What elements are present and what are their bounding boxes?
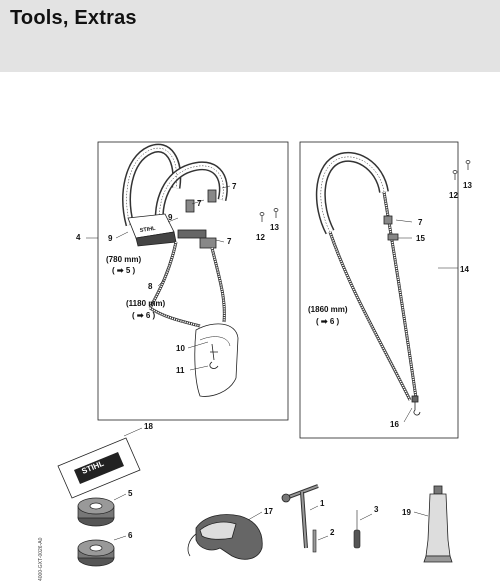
strap-callout-13: 13 [463, 181, 472, 190]
safety-glasses [187, 514, 263, 560]
callout-13-left: 13 [270, 223, 279, 232]
strap-callout-7: 7 [418, 218, 423, 227]
callout-18: 18 [144, 422, 153, 431]
harness-brand-label: STIHL [139, 226, 156, 234]
length-780: (780 mm) [106, 255, 141, 264]
page-title: Tools, Extras [10, 7, 137, 29]
ref-6-harness: ( ➡ 6 ) [132, 311, 155, 320]
callout-12-left: 12 [256, 233, 265, 242]
shoulder-strap-drawing [315, 151, 421, 416]
callout-4: 4 [76, 233, 81, 242]
callout-7-mid: 7 [197, 199, 202, 208]
callout-1: 1 [320, 499, 325, 508]
length-1180: (1180 mm) [126, 299, 165, 308]
header-bar: Tools, Extras [0, 0, 500, 72]
line-spool-5 [77, 497, 115, 527]
locking-pin [312, 529, 317, 553]
document-code: 4000-GXT-0026-A0 [38, 537, 44, 581]
callout-19: 19 [402, 508, 411, 517]
shoulder-strap-frame [299, 141, 459, 439]
strap-callout-15: 15 [416, 234, 425, 243]
screwdriver [353, 510, 361, 549]
ref-6-strap: ( ➡ 6 ) [316, 317, 339, 326]
combination-wrench [281, 484, 319, 549]
callout-2: 2 [330, 528, 335, 537]
snap-hook-parts [259, 208, 279, 222]
callout-6: 6 [128, 531, 133, 540]
callout-10: 10 [176, 344, 185, 353]
leader-lines-harness [86, 185, 231, 371]
ref-5: ( ➡ 5 ) [112, 266, 135, 275]
callout-7-top: 7 [232, 182, 237, 191]
callout-7-low: 7 [227, 237, 232, 246]
strap-callout-14: 14 [460, 265, 469, 274]
grease-tube [423, 485, 453, 563]
line-spool-6 [77, 539, 115, 567]
snap-hook-parts-right [452, 160, 471, 180]
stihl-sign [57, 437, 141, 499]
callout-9-center: 9 [168, 213, 173, 222]
callout-9-left: 9 [108, 234, 113, 243]
callout-11: 11 [176, 366, 185, 375]
callout-3: 3 [374, 505, 379, 514]
strap-callout-16: 16 [390, 420, 399, 429]
callout-5: 5 [128, 489, 133, 498]
strap-callout-12: 12 [449, 191, 458, 200]
callout-17: 17 [264, 507, 273, 516]
leader-lines-strap [395, 219, 458, 423]
full-harness-drawing [122, 143, 239, 397]
full-harness-frame [97, 141, 289, 421]
length-1860: (1860 mm) [308, 305, 348, 314]
callout-8: 8 [148, 282, 153, 291]
